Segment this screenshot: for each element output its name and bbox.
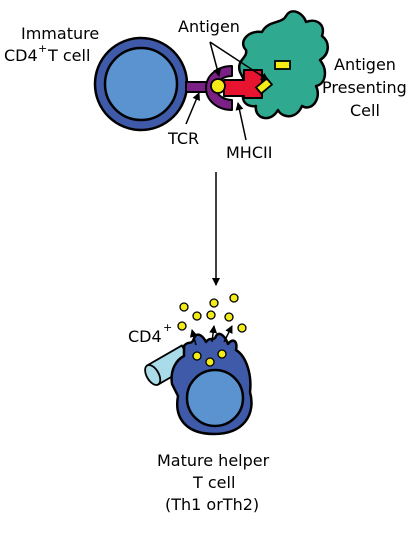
antigen-fragment-2: [254, 77, 274, 95]
cytokine: [229, 293, 239, 303]
immature-t-cell-nucleus: [103, 46, 179, 122]
antigen-pointer-1: [209, 41, 222, 77]
cytokine: [192, 311, 202, 321]
cytokine: [179, 302, 189, 312]
tcr-stem: [185, 81, 209, 93]
mhcii-molecule: [223, 69, 263, 99]
cytokine: [209, 298, 219, 308]
cytokine: [205, 357, 215, 367]
label-mature-3: (Th1 orTh2): [165, 495, 259, 514]
label-immature: Immature: [21, 24, 99, 43]
mature-t-cell-nucleus: [185, 368, 245, 428]
label-tcr: TCR: [167, 129, 199, 148]
label-apc-2: Presenting: [322, 78, 407, 97]
cytokines: [177, 293, 247, 333]
label-apc-1: Antigen: [334, 55, 396, 74]
tcr-pointer: [185, 92, 200, 125]
cytokine: [206, 310, 216, 320]
secretion-arrow: [209, 325, 218, 343]
label-cd4-sup: +: [38, 42, 47, 55]
antigen-fragment-1: [274, 60, 291, 70]
label-cd4-tcell: CD4: [4, 46, 38, 65]
secretion-arrow: [223, 325, 233, 343]
label-cd4: CD4: [128, 327, 162, 346]
cytokine: [192, 351, 202, 361]
cytokine: [217, 349, 227, 359]
antigen-pointer-2: [209, 41, 269, 81]
cytokine: [224, 312, 234, 322]
label-apc-3: Cell: [350, 101, 380, 120]
mhcii-pointer: [235, 102, 247, 141]
label-mature-2: T cell: [192, 473, 235, 492]
bound-antigen: [210, 78, 226, 94]
label-mhcii: MHCII: [226, 143, 272, 162]
label-mature-1: Mature helper: [157, 451, 270, 470]
label-cd4-plus: +: [163, 321, 172, 334]
label-tcell: T cell: [47, 46, 90, 65]
cytokine: [177, 321, 187, 331]
label-antigen: Antigen: [178, 17, 240, 36]
cd4-coreceptor: [144, 344, 195, 386]
cytokine: [237, 323, 247, 333]
secretion-arrow: [189, 329, 198, 346]
